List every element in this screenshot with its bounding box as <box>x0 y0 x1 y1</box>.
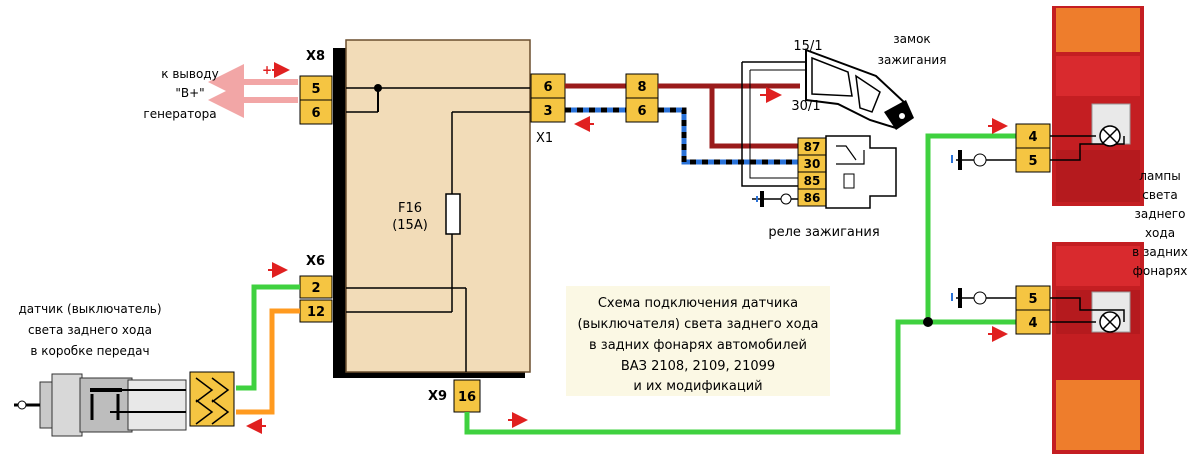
harness-pin: 8 <box>637 80 646 95</box>
lamps-label-line: заднего <box>1135 207 1186 221</box>
lamp-pin: 4 <box>1028 130 1037 145</box>
ignition-relay: 87 30 85 86 <box>752 135 897 209</box>
sensor-label: датчик (выключатель) <box>18 302 161 316</box>
x6-label: X6 <box>306 254 325 269</box>
reverse-light-sensor <box>14 371 235 437</box>
x1-pin: 6 <box>543 80 552 95</box>
relay-pin: 87 <box>804 140 821 154</box>
ignition-lock: 15/1 30/1 <box>791 39 914 130</box>
lamps-label: лампы света заднего хода в задних фонаря… <box>1132 169 1188 278</box>
lamps-label-line: в задних <box>1132 245 1188 259</box>
harness-connector: 8 6 <box>625 73 659 123</box>
x8-pin: 6 <box>311 106 320 121</box>
wires-harness-relay <box>658 61 806 187</box>
sensor-wires <box>236 284 300 434</box>
connector-x8: X8 5 6 + <box>208 49 333 125</box>
mounting-block: F16 (15A) <box>333 39 531 378</box>
caption-line: (выключателя) света заднего хода <box>577 317 818 332</box>
lamps-label-line: хода <box>1145 226 1175 240</box>
lamp-pin: 4 <box>1028 316 1037 331</box>
caption-box: Схема подключения датчика (выключателя) … <box>566 286 830 396</box>
relay-pin: 30 <box>804 157 821 171</box>
lamps-label-line: света <box>1142 188 1177 202</box>
caption-line: Схема подключения датчика <box>598 296 798 311</box>
rear-lamp-bottom: 5 4 <box>951 242 1144 454</box>
key-icon <box>884 100 914 130</box>
fuse-icon <box>445 193 461 235</box>
generator-label: генератора <box>143 107 216 121</box>
lamp-pin: 5 <box>1028 292 1037 307</box>
harness-pin: 6 <box>637 104 646 119</box>
svg-text:+: + <box>262 63 272 77</box>
x6-pin: 2 <box>311 281 320 296</box>
wire-junction <box>923 317 933 327</box>
lock-pin-top: 15/1 <box>793 39 822 54</box>
fuse-rating: (15A) <box>392 218 428 233</box>
rear-lamp-top: 4 5 <box>951 6 1144 206</box>
x9-pin: 16 <box>458 390 476 405</box>
x1-label: X1 <box>536 131 553 146</box>
lamps-label-line: лампы <box>1139 169 1180 183</box>
relay-pin: 85 <box>804 174 821 188</box>
connector-x9: X9 16 <box>428 379 481 413</box>
generator-label: к выводу <box>161 67 218 81</box>
x6-pin: 12 <box>307 305 325 320</box>
ignition-lock-label: зажигания <box>878 53 947 67</box>
x8-label: X8 <box>306 49 325 64</box>
x1-pin: 3 <box>543 104 552 119</box>
ignition-lock-label: замок <box>893 32 930 46</box>
connector-x1: 6 3 X1 <box>530 73 594 146</box>
relay-label: реле зажигания <box>768 225 879 240</box>
lamp-pin: 5 <box>1028 154 1037 169</box>
caption-line: ВАЗ 2108, 2109, 21099 <box>621 359 775 374</box>
lock-pin-bottom: 30/1 <box>791 99 820 114</box>
sensor-label: в коробке передач <box>30 344 149 358</box>
x9-label: X9 <box>428 389 447 404</box>
caption-line: в задних фонарях автомобилей <box>589 338 807 353</box>
wires-x1-harness <box>565 83 626 113</box>
caption-line: и их модификаций <box>633 379 762 394</box>
generator-label: "В+" <box>175 86 204 100</box>
relay-pin: 86 <box>804 191 821 205</box>
fuse-label: F16 <box>398 201 422 216</box>
x8-pin: 5 <box>311 82 320 97</box>
sensor-label: света заднего хода <box>28 323 152 337</box>
lamps-label-line: фонарях <box>1133 264 1188 278</box>
lamp-wire <box>464 118 1018 435</box>
